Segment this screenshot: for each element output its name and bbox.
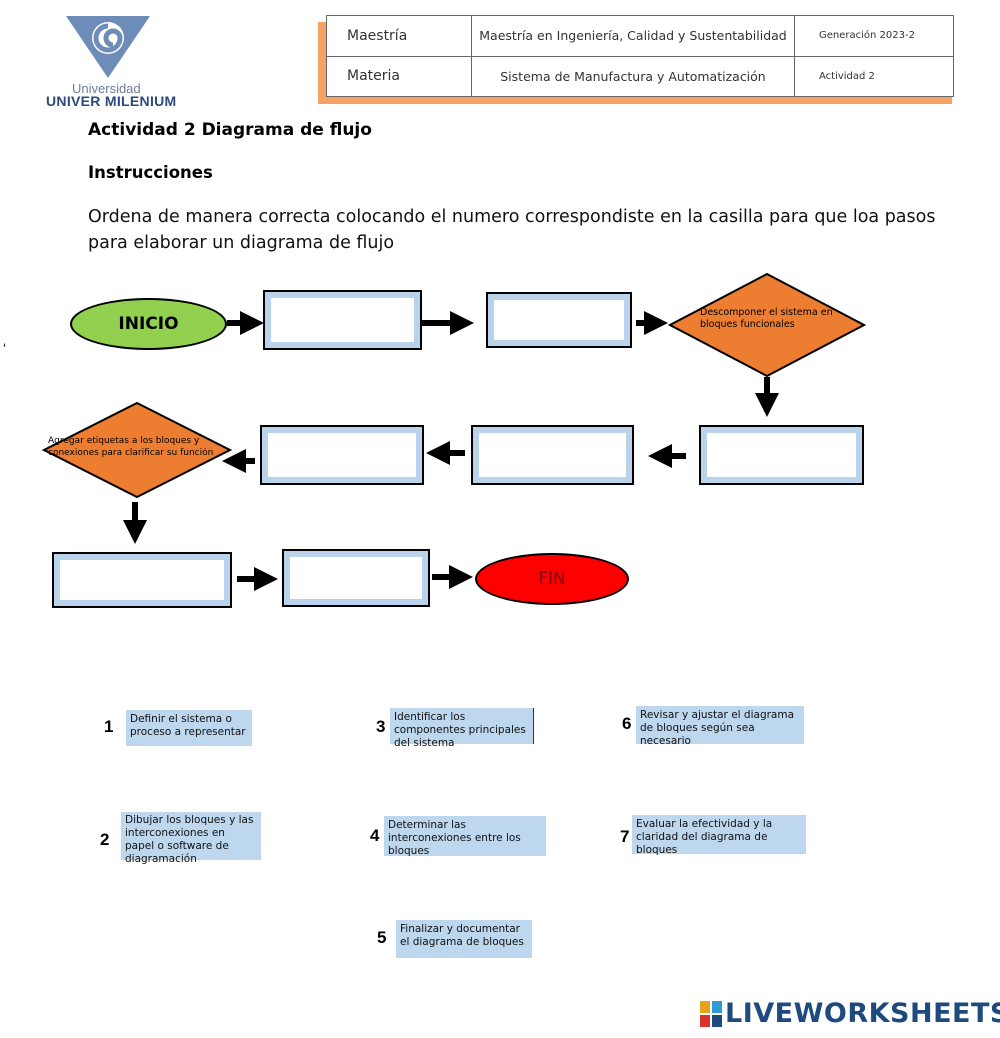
header-extra: Actividad 2 xyxy=(794,55,954,97)
header-extra: Generación 2023-2 xyxy=(794,15,954,57)
answer-input[interactable] xyxy=(707,433,856,477)
answer-box-1[interactable] xyxy=(263,290,422,350)
liveworksheets-logo-icon xyxy=(700,1001,722,1027)
option-card[interactable]: Identificar los componentes principales … xyxy=(390,708,534,749)
answer-box-6[interactable] xyxy=(52,552,232,608)
answer-box-4[interactable] xyxy=(471,425,634,485)
decision-diamond-2 xyxy=(42,401,232,499)
start-label: INICIO xyxy=(118,314,179,334)
answer-input[interactable] xyxy=(271,298,414,342)
header-table: Maestría Maestría en Ingeniería, Calidad… xyxy=(326,15,954,97)
logo-line-2: UNIVER MILENIUM xyxy=(46,93,177,109)
diamond-1-label: Descomponer el sistema en bloques funcio… xyxy=(700,307,833,330)
header-value: Sistema de Manufactura y Automatización xyxy=(471,55,795,97)
start-terminal: INICIO xyxy=(70,298,227,350)
brand-name: LIVEWORKSHEETS xyxy=(725,998,1000,1029)
stray-mark: ‘ xyxy=(3,340,7,356)
option-card[interactable]: Definir el sistema o proceso a represent… xyxy=(126,710,252,746)
flow-arrows xyxy=(123,311,779,591)
option-number: 2 xyxy=(100,830,110,849)
answer-input[interactable] xyxy=(268,433,416,477)
option-number: 5 xyxy=(377,928,387,947)
logo-line-1: Universidad xyxy=(72,81,141,96)
end-terminal: FIN xyxy=(475,553,629,605)
header-row-subject: Materia Sistema de Manufactura y Automat… xyxy=(326,55,954,97)
header-label: Materia xyxy=(326,55,472,97)
answer-input[interactable] xyxy=(479,433,626,477)
end-label: FIN xyxy=(538,569,566,589)
header-value: Maestría en Ingeniería, Calidad y Susten… xyxy=(471,15,795,57)
diamond-2-label: Agregar etiquetas a los bloques y conexi… xyxy=(48,436,214,458)
option-card[interactable]: Determinar las interconexiones entre los… xyxy=(384,816,546,857)
option-card[interactable]: Evaluar la efectividad y la claridad del… xyxy=(632,815,806,856)
instructions-text: Ordena de manera correcta colocando el n… xyxy=(88,207,936,253)
answer-input[interactable] xyxy=(60,560,224,600)
answer-box-7[interactable] xyxy=(282,549,430,607)
answer-box-5[interactable] xyxy=(260,425,424,485)
answer-box-3[interactable] xyxy=(699,425,864,485)
option-number: 7 xyxy=(620,827,630,846)
university-logo-icon xyxy=(66,16,150,78)
option-card[interactable]: Revisar y ajustar el diagrama de bloques… xyxy=(636,706,804,747)
header-row-program: Maestría Maestría en Ingeniería, Calidad… xyxy=(326,15,954,57)
answer-input[interactable] xyxy=(290,557,422,599)
option-number: 4 xyxy=(370,826,380,845)
instructions-heading: Instrucciones xyxy=(88,163,213,182)
answer-box-2[interactable] xyxy=(486,292,632,348)
option-number: 3 xyxy=(376,717,386,736)
option-number: 1 xyxy=(104,717,114,736)
option-card[interactable]: Dibujar los bloques y las interconexione… xyxy=(121,812,261,865)
header-label: Maestría xyxy=(326,15,472,57)
answer-input[interactable] xyxy=(494,300,624,340)
option-number: 6 xyxy=(622,714,632,733)
decision-diamond-1 xyxy=(668,272,866,378)
page-title: Actividad 2 Diagrama de flujo xyxy=(88,120,372,140)
option-card[interactable]: Finalizar y documentar el diagrama de bl… xyxy=(396,920,532,958)
